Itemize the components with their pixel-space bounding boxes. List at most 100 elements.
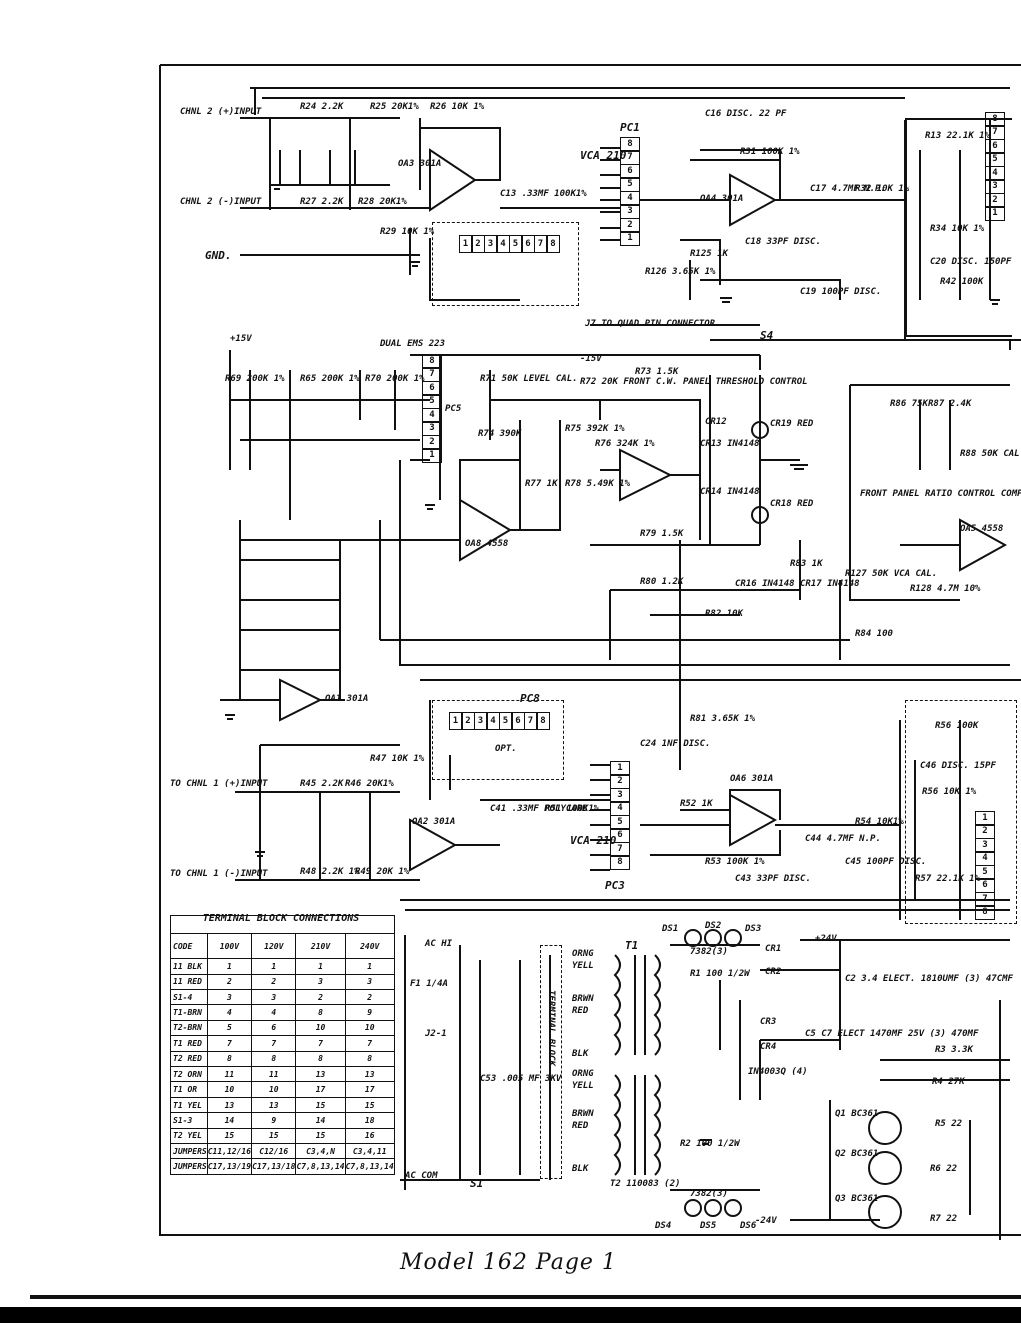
chnl1-plus-input-label: TO CHNL 1 (+)INPUT: [170, 779, 268, 789]
cr4-label: CR4: [760, 1042, 777, 1052]
pc1-label: PC1: [620, 121, 640, 134]
wire-orng-1: ORNG: [572, 949, 594, 959]
r25-label: R25 20K1%: [370, 102, 419, 112]
diodes-label: IN4003Q (4): [748, 1067, 808, 1077]
r48-label: R48 2.2K 1%: [300, 867, 360, 877]
table-cell: 10: [206, 1081, 253, 1098]
c16-label: C16 DISC. 22 PF: [705, 109, 787, 119]
ds6-label: DS6: [740, 1221, 757, 1231]
r56-label: R56 100K: [935, 721, 979, 731]
table-cell: 9: [344, 1004, 395, 1021]
r53-label: R53 100K 1%: [705, 857, 765, 867]
table-cell: 2: [251, 973, 297, 990]
t2-label: T2 110083 (2): [610, 1179, 681, 1189]
table-cell: S1-3: [170, 1112, 208, 1129]
r29-label: R29 10K 1%: [380, 227, 435, 237]
table-cell: 9: [251, 1112, 297, 1129]
r83-label: R83 1K: [790, 559, 823, 569]
r49-label: R49 20K 1%: [355, 867, 410, 877]
c13-label: C13 .33MF 100K1%: [500, 189, 587, 199]
table-cell: C17,13/18: [251, 1158, 297, 1175]
r7-label: R7 22: [930, 1214, 958, 1224]
table-cell: 11: [251, 1065, 297, 1083]
opt-box-pc8: [432, 700, 564, 780]
table-cell: 7: [295, 1035, 346, 1052]
q1-label: Q1 BC361: [835, 1109, 879, 1119]
table-cell: 3: [251, 988, 297, 1006]
table-cell: 4: [206, 1004, 253, 1021]
table-cell: T2 RED: [170, 1050, 208, 1068]
ratio-control-label: FRONT PANEL RATIO CONTROL COMPRESSION: [860, 489, 1021, 499]
table-cell: 1: [206, 958, 253, 975]
table-cell: 8: [295, 1050, 346, 1068]
dual-ems-label: DUAL EMS 223: [380, 339, 446, 349]
r80-label: R80 1.2K: [640, 577, 684, 587]
table-cell: 6: [251, 1019, 297, 1037]
cr17-label: CR17 IN4148: [800, 579, 860, 589]
table-cell: 10: [295, 1019, 346, 1037]
r127-label: R127 50K VCA CAL.: [845, 569, 938, 579]
terminal-block-table: TERMINAL BLOCK CONNECTIONS CODE 100V 120…: [170, 913, 395, 1175]
r24-label: R24 2.2K: [300, 102, 344, 112]
r2-label: R2 100 1/2W: [680, 1139, 740, 1149]
table-cell: 3: [206, 988, 253, 1006]
r54-label: R54 10K1%: [855, 817, 904, 827]
r51-label: R51 100K1%: [545, 804, 600, 814]
r71-label: R71 50K LEVEL CAL.: [480, 374, 578, 384]
oa6-label: OA6 301A: [730, 774, 774, 784]
cr14-label: CR14 IN4148: [700, 487, 760, 497]
table-cell: 13: [206, 1096, 253, 1114]
oa1-label: OA1 301A: [325, 694, 369, 704]
table-cell: C17,13/19: [206, 1158, 253, 1175]
r1-label: R1 100 1/2W: [690, 969, 750, 979]
table-cell: T2-BRN: [170, 1019, 208, 1037]
r75-label: R75 392K 1%: [565, 424, 625, 434]
table-cell: 10: [251, 1081, 297, 1098]
ac-hi-label: AC HI: [425, 939, 453, 949]
cr2-label: CR2: [765, 967, 782, 977]
table-cell: 1: [295, 958, 346, 975]
r73-label: R73 1.5K: [635, 367, 679, 377]
cr16-label: CR16 IN4148: [735, 579, 795, 589]
wire-red-2: RED: [572, 1121, 589, 1131]
cr12-label: CR12: [705, 417, 727, 427]
table-cell: C3,4,11: [344, 1143, 395, 1160]
r32-label: R32 10K 1%: [855, 184, 910, 194]
ac-com-label: AC COM: [405, 1171, 438, 1181]
table-cell: 15: [251, 1127, 297, 1145]
oa4-label: OA4 301A: [700, 194, 744, 204]
vca210-bottom-label: VCA 210: [570, 834, 617, 847]
table-cell: S1-4: [170, 988, 208, 1006]
table-header: 240V: [344, 932, 395, 960]
r88-label: R88 50K CAL.: [960, 449, 1021, 459]
r28-label: R28 20K1%: [358, 197, 407, 207]
wire-red-1: RED: [572, 1006, 589, 1016]
wire-yell-2: YELL: [572, 1081, 594, 1091]
ds4-label: DS4: [655, 1221, 672, 1231]
table-cell: 8: [251, 1050, 297, 1068]
table-cell: 3: [295, 973, 346, 990]
r5-label: R5 22: [935, 1119, 963, 1129]
c18-label: C18 33PF DISC.: [745, 237, 821, 247]
r78-label: R78 5.49K 1%: [565, 479, 631, 489]
r87-label: R87 2.4K: [928, 399, 972, 409]
r126-label: R126 3.65K 1%: [645, 267, 716, 277]
table-cell: 14: [295, 1112, 346, 1129]
c41-label: C41 .33MF POLYCARB: [490, 804, 588, 814]
r86-label: R86 75K: [890, 399, 928, 409]
chnl1-minus-input-label: TO CHNL 1 (-)INPUT: [170, 869, 268, 879]
oa8-label: OA8 4558: [465, 539, 509, 549]
c2-label: C2 3.4 ELECT. 1810UMF (3) 47CMF: [845, 974, 1013, 984]
r69-label: R69 200K 1%: [225, 374, 285, 384]
table-cell: 15: [295, 1096, 346, 1114]
